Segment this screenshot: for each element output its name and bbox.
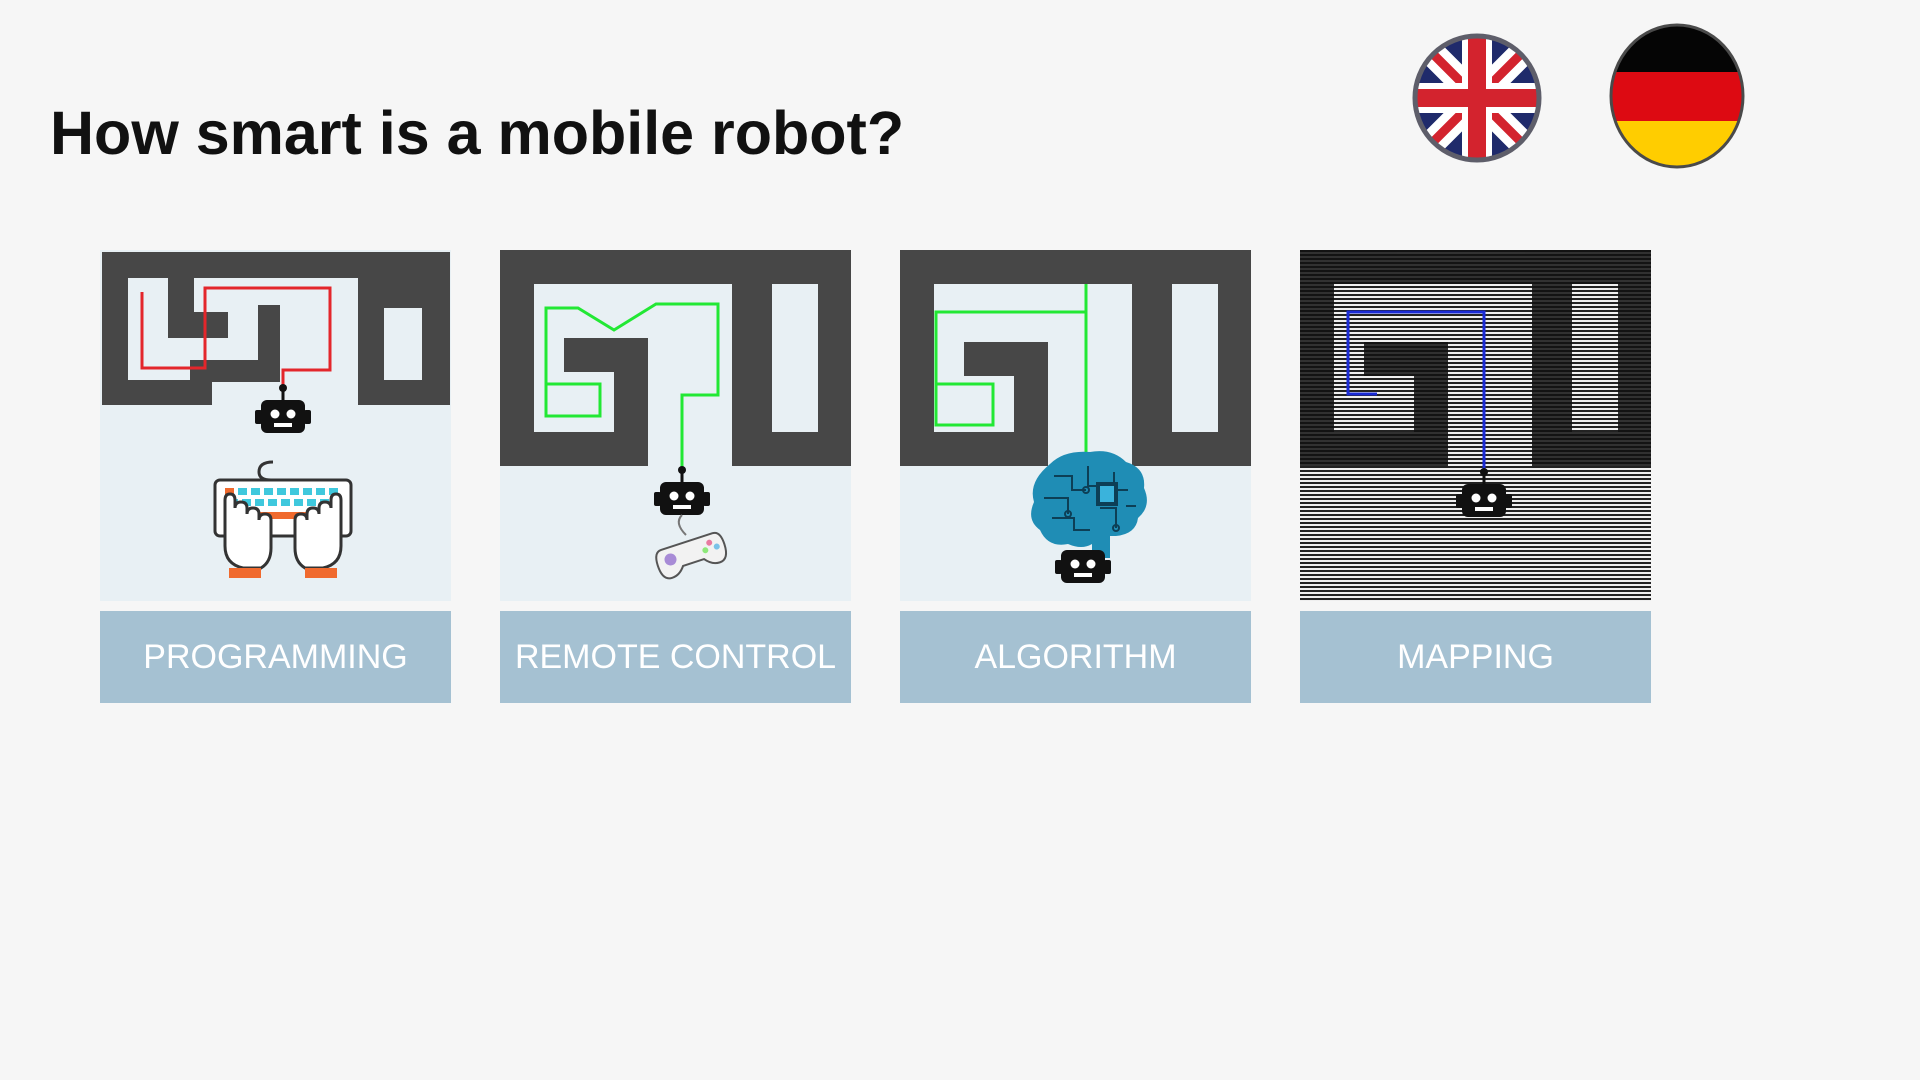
card-label: ALGORITHM [900,611,1251,703]
maze-walls [1300,250,1651,466]
algorithm-image [900,250,1251,601]
robot-path [1346,310,1486,476]
programming-image [100,250,451,601]
card-label: REMOTE CONTROL [500,611,851,703]
maze-walls [900,250,1251,466]
german-flag-button[interactable] [1608,22,1746,170]
robot-path [934,284,1088,427]
map-scan-icon [1300,250,1651,601]
card-programming[interactable]: PROGRAMMING [100,250,451,703]
maze-walls [102,252,450,405]
circuit-brain-icon [1031,451,1147,558]
card-remote-control[interactable]: REMOTE CONTROL [500,250,851,703]
page-title: How smart is a mobile robot? [50,99,905,167]
uk-flag-button[interactable] [1410,31,1544,165]
remote-control-image [500,250,851,601]
gamepad-icon [655,531,728,580]
keyboard-hands-icon [213,460,353,578]
card-label: MAPPING [1300,611,1651,703]
robot-icon [1456,468,1512,517]
card-algorithm[interactable]: ALGORITHM [900,250,1251,703]
uk-flag-icon [1412,33,1542,163]
robot-icon [654,466,710,515]
german-flag-icon [1609,23,1745,169]
robot-icon [255,384,311,433]
card-mapping[interactable]: MAPPING [1300,250,1651,703]
card-label: PROGRAMMING [100,611,451,703]
robot-path [140,286,332,398]
maze-walls [500,250,851,466]
robot-icon [1055,550,1111,583]
robot-path [544,302,720,478]
mapping-image [1300,250,1651,601]
